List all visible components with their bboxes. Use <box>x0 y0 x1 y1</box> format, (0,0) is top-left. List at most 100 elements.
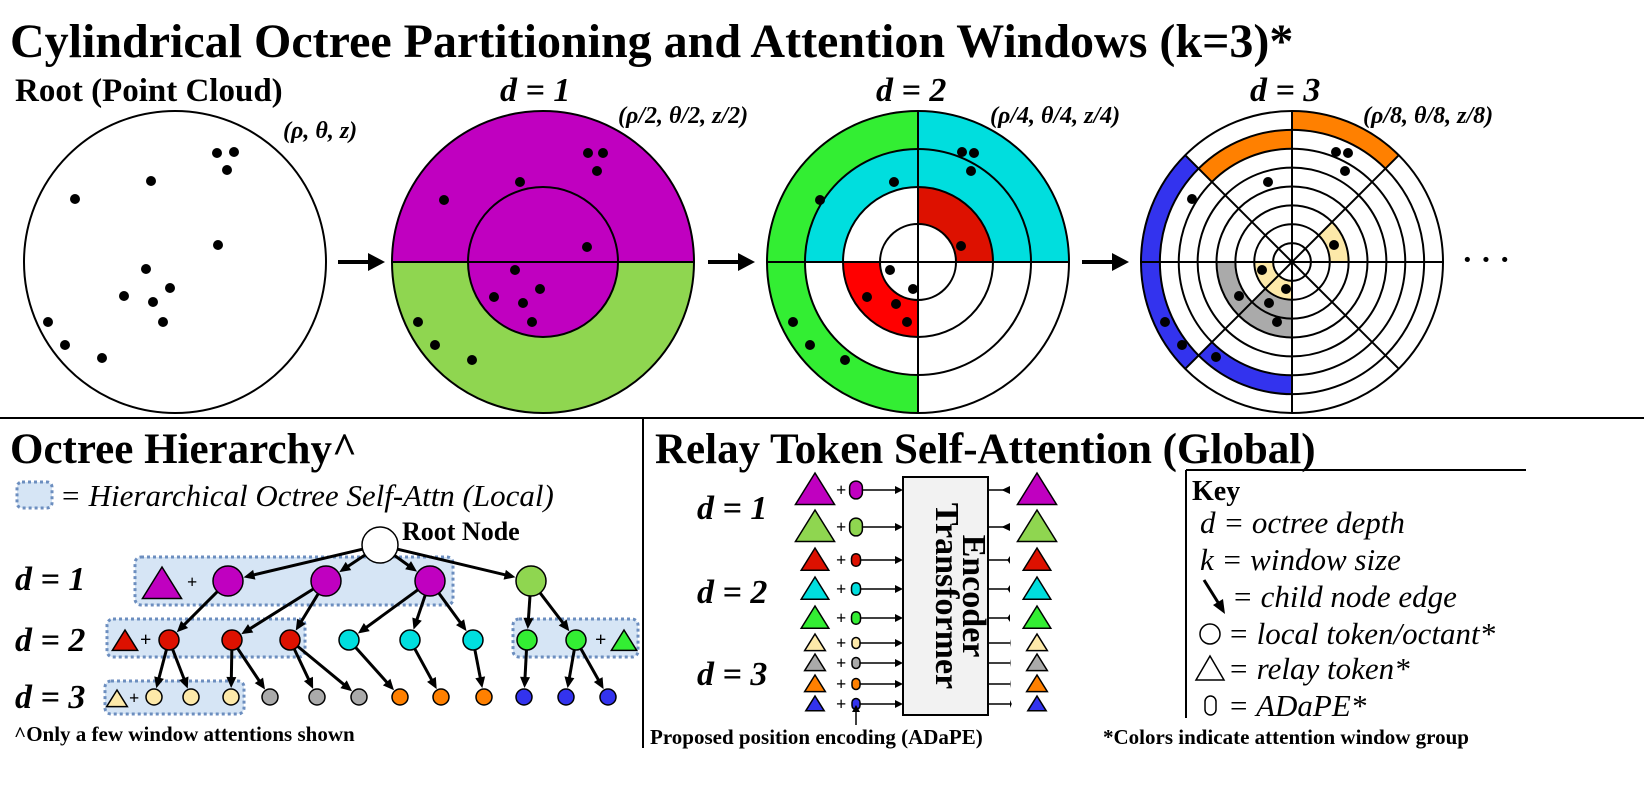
d3-sector-gray <box>1216 262 1252 316</box>
child-edge-arrowhead <box>303 676 314 689</box>
d3-point <box>1272 317 1282 327</box>
plus-sign: + <box>836 480 846 500</box>
d3-label: d = 3 <box>1250 72 1320 109</box>
relay-token-d2 <box>610 628 638 652</box>
key-edge-icon <box>1202 579 1225 614</box>
relay-token <box>794 471 836 506</box>
d3-point <box>1263 177 1273 187</box>
attention-window-box <box>103 679 246 716</box>
key-item-local: = local token/octant* <box>1228 616 1496 651</box>
d1-label: d = 1 <box>500 72 570 109</box>
root-label: Root (Point Cloud) <box>15 73 283 109</box>
key-capsule-icon <box>1204 695 1217 716</box>
relay-token <box>799 546 831 571</box>
adape-encoding <box>851 656 861 670</box>
child-edge <box>523 649 528 683</box>
input-arrowhead <box>895 680 903 688</box>
plus-sign: + <box>187 572 197 592</box>
d3-node <box>145 688 163 706</box>
relay-token <box>803 652 827 672</box>
relay-token-d1 <box>141 565 183 600</box>
window-legend-text: = Hierarchical Octree Self-Attn (Local) <box>60 478 554 513</box>
hierarchy-footnote: ^Only a few window attentions shown <box>14 722 355 746</box>
child-edge <box>567 649 576 683</box>
root-node-label: Root Node <box>402 517 520 546</box>
d3-partition-circle <box>1140 110 1444 414</box>
d1-node <box>414 565 446 597</box>
output-arrowhead <box>1001 486 1010 494</box>
child-edge-arrowhead <box>254 677 266 690</box>
d3-point <box>1160 317 1170 327</box>
output-arrowhead <box>1010 700 1012 708</box>
d3-sector-blue <box>1198 342 1292 395</box>
adape-pointer-arrow <box>852 705 860 725</box>
adape-caption: Proposed position encoding (ADaPE) <box>650 725 983 749</box>
plus-sign: + <box>836 517 846 537</box>
output-arrowhead <box>1007 614 1010 622</box>
input-arrowhead <box>895 639 903 647</box>
d2-label: d = 2 <box>876 72 946 109</box>
child-edge-arrowhead <box>339 561 352 573</box>
relay-token <box>799 604 831 629</box>
child-edge <box>229 649 234 683</box>
d2-node <box>462 629 484 651</box>
d3-sector-orange <box>1292 111 1399 169</box>
relay-token <box>1016 471 1058 506</box>
output-arrowhead <box>1010 639 1011 647</box>
d3-node <box>391 688 409 706</box>
child-edge <box>292 648 312 685</box>
key-item-depth: d = octree depth <box>1200 505 1405 540</box>
relay-token <box>1025 673 1049 693</box>
relay-token <box>1026 694 1048 712</box>
d3-node <box>261 688 279 706</box>
encoder-text-line2: Encoder <box>955 535 992 658</box>
relay-token <box>799 575 831 600</box>
adape-encoding <box>848 517 864 537</box>
child-edge-arrowhead <box>226 676 237 689</box>
relay-token <box>1021 604 1053 629</box>
d3-node <box>475 688 493 706</box>
child-edge <box>171 648 187 684</box>
child-edge <box>249 547 363 578</box>
root-node <box>361 526 399 564</box>
child-edge <box>473 649 483 683</box>
d3-node <box>599 688 617 706</box>
plus-sign: + <box>836 608 846 628</box>
plus-sign: + <box>836 633 846 653</box>
input-arrowhead <box>895 700 903 708</box>
child-edge-arrowhead <box>179 676 189 689</box>
plus-sign: + <box>836 550 846 570</box>
adape-encoding <box>848 480 864 500</box>
hier-d2-label: d = 2 <box>15 622 85 659</box>
d2-points <box>788 147 979 365</box>
child-edge-arrowhead <box>558 619 570 632</box>
child-edge <box>437 592 465 628</box>
d3-point <box>1177 340 1187 350</box>
window-legend-swatch <box>15 480 54 510</box>
child-edge <box>538 592 567 628</box>
d2-partition-circle <box>766 110 1070 414</box>
child-edge-arrowhead <box>523 617 534 630</box>
key-box <box>1185 469 1526 718</box>
plus-sign: + <box>140 629 151 651</box>
child-edge <box>413 648 436 685</box>
ellipsis: · · · <box>1462 241 1510 277</box>
d3-coords: (ρ/8, θ/8, z/8) <box>1363 103 1493 129</box>
relay-token-d2 <box>111 628 139 652</box>
d2-coords: (ρ/4, θ/4, z/4) <box>990 103 1120 129</box>
child-edge <box>361 588 419 632</box>
arrow-d1-to-d2 <box>708 253 755 271</box>
d3-point <box>1257 265 1267 275</box>
d3-node <box>557 688 575 706</box>
d3-point <box>1187 194 1197 204</box>
child-edge-arrowhead <box>593 677 604 690</box>
d3-node <box>308 688 326 706</box>
relay-token <box>1021 546 1053 571</box>
d1-node <box>212 565 244 597</box>
child-edge-arrowhead <box>520 676 531 689</box>
relay-token <box>794 508 836 543</box>
child-edge-arrowhead <box>243 569 256 580</box>
d3-node <box>515 688 533 706</box>
child-edge-arrowhead <box>456 619 467 632</box>
